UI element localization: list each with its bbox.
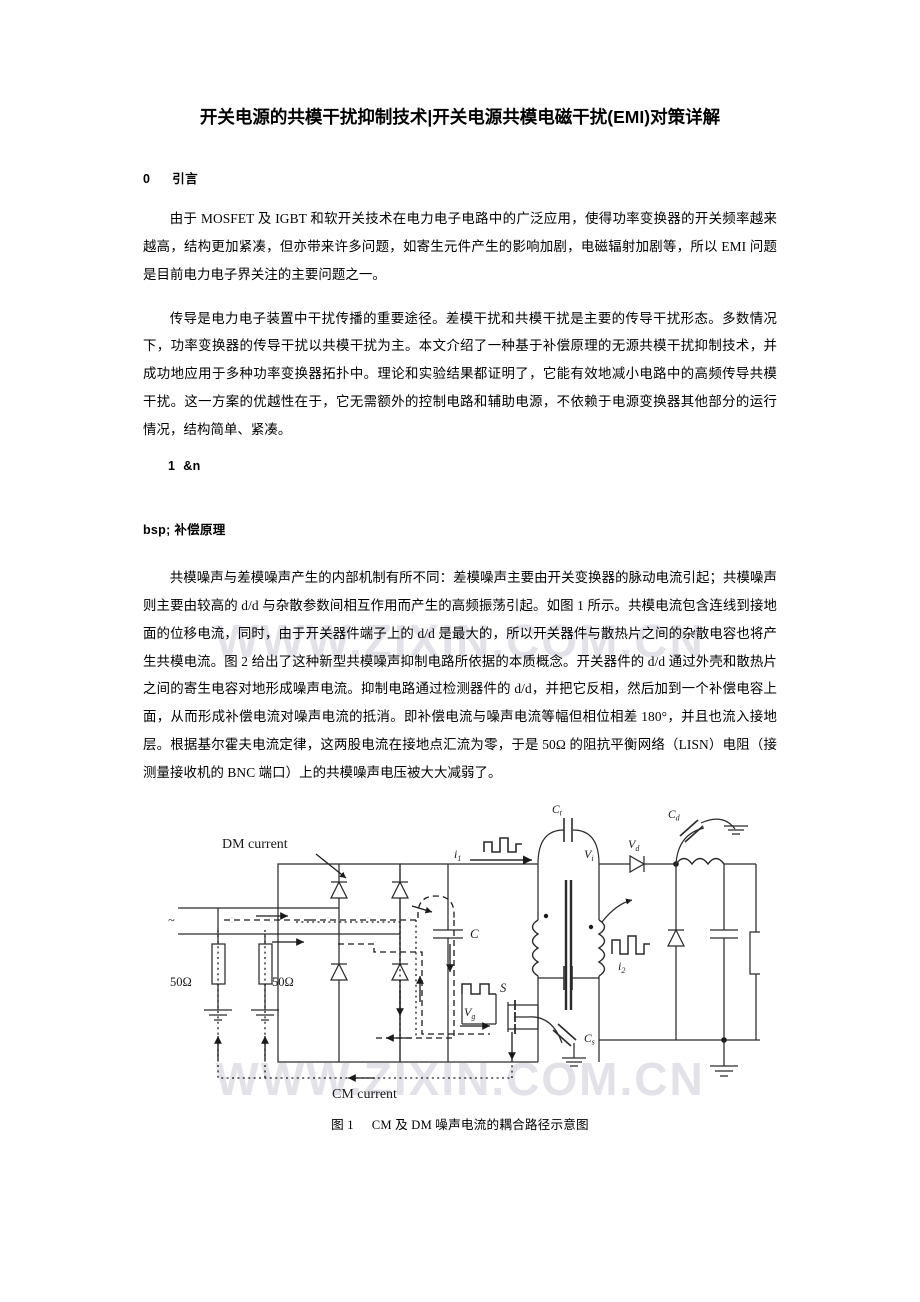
figure-caption: 图 1 CM 及 DM 噪声电流的耦合路径示意图: [143, 1114, 777, 1133]
input-voltage-label: Vi: [584, 847, 594, 863]
paragraph: 共模噪声与差模噪声产生的内部机制有所不同：差模噪声主要由开关变换器的脉动电流引起…: [143, 570, 777, 780]
watermark-text: WWW.ZIXIN.COM.CN: [215, 615, 705, 667]
paragraph: 由于 MOSFET 及 IGBT 和软开关技术在电力电子电路中的广泛应用，使得功…: [143, 211, 777, 282]
figure-caption-text: CM 及 DM 噪声电流的耦合路径示意图: [371, 1118, 589, 1133]
ac-source-label: ~: [168, 913, 175, 927]
secondary-current-label: i2: [618, 959, 625, 975]
transformer-capacitor-label: Ct: [552, 804, 563, 818]
dm-current-label: DM current: [222, 837, 288, 852]
cm-current-label: CM current: [332, 1087, 397, 1102]
switch-label: S: [500, 981, 507, 995]
cs-capacitor-label: Cs: [584, 1033, 595, 1047]
figure-number: 图 1: [331, 1118, 354, 1133]
section-heading-0: 0 引言: [143, 168, 777, 187]
section-title: 引言: [172, 172, 198, 187]
lisn-right-label: 50Ω: [272, 975, 294, 989]
lisn-left-label: 50Ω: [170, 975, 192, 989]
gate-voltage-label: Vg: [464, 1005, 475, 1021]
paragraph: 传导是电力电子装置中干扰传播的重要途径。差模干扰和共模干扰是主要的传导干扰形态。…: [143, 310, 777, 437]
section-heading-1-continuation: bsp; 补偿原理: [143, 523, 226, 538]
section-number: 1: [168, 459, 176, 474]
primary-current-label: i1: [454, 847, 461, 863]
page-title: 开关电源的共模干扰抑制技术|开关电源共模电磁干扰(EMI)对策详解: [199, 107, 721, 127]
diode-voltage-label: Vd: [628, 837, 640, 853]
section-heading-1: 1&n: [143, 459, 777, 473]
document-content: 开关电源的共模干扰抑制技术|开关电源共模电磁干扰(EMI)对策详解 0 引言 由于…: [143, 107, 777, 1132]
section-number: 0: [143, 172, 151, 187]
circuit-schematic: ~ 50Ω 50Ω: [168, 804, 760, 1102]
cd-capacitor-label: Cd: [668, 809, 681, 823]
section-title-part1: &n: [183, 459, 201, 474]
figure-1: ~ 50Ω 50Ω: [143, 802, 777, 1132]
bus-capacitor-label: C: [470, 926, 479, 941]
